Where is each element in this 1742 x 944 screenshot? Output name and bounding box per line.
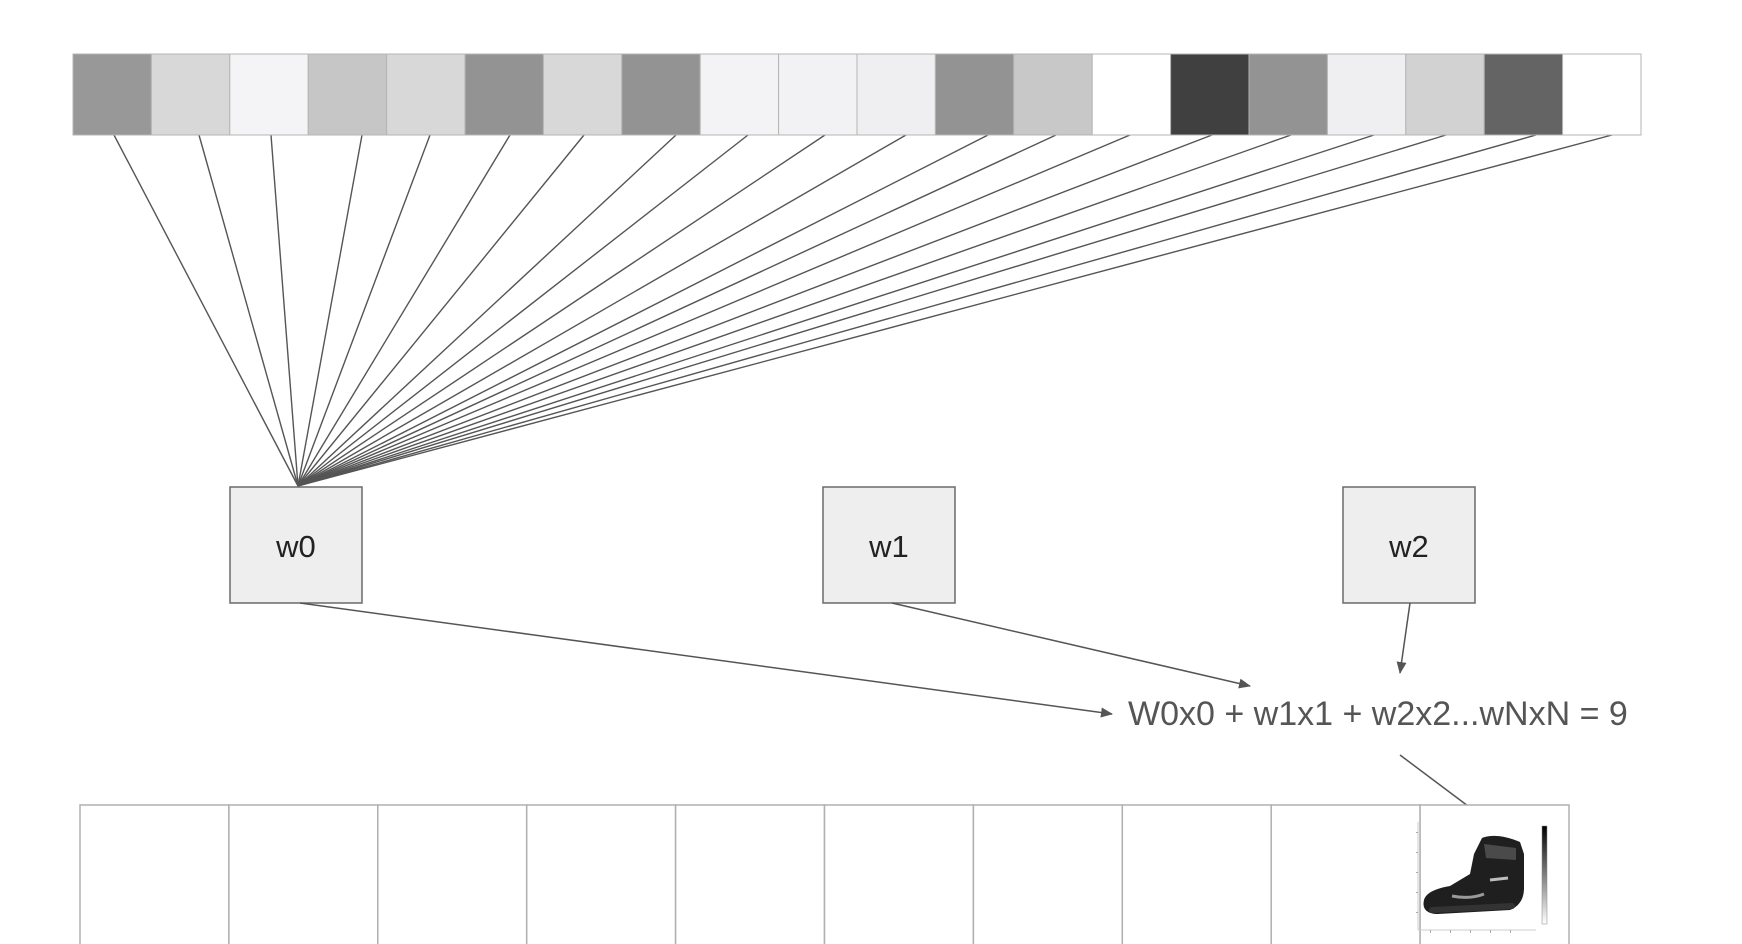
output-slot (972, 804, 1124, 944)
input-connection-line (198, 134, 299, 487)
input-connection-line (297, 134, 1213, 487)
input-pixel-cell (72, 53, 152, 136)
output-slot (823, 804, 975, 944)
arrow-w0-to-equation (299, 602, 1113, 718)
input-pixel-cell (778, 53, 858, 136)
input-pixel-cell (229, 53, 309, 136)
ankle-boot-icon (1416, 822, 1548, 933)
input-pixel-cell (699, 53, 780, 136)
input-connection-line (297, 134, 1375, 487)
input-connection-line (297, 134, 431, 487)
weighted-sum-equation: W0x0 + w1x1 + w2x2...wNxN = 9 (1128, 695, 1628, 733)
weight-node-w2[interactable]: w2 (1342, 486, 1476, 604)
input-connection-line (297, 134, 677, 487)
output-slot (228, 804, 379, 944)
input-pixel-cell (386, 53, 466, 136)
output-slot (674, 804, 826, 944)
input-to-w0-connections (113, 134, 1613, 487)
input-connection-line (297, 134, 1292, 487)
input-connection-line (297, 134, 1613, 487)
input-pixel-cell (1013, 53, 1093, 136)
input-pixel-cell (1170, 53, 1250, 136)
input-connection-line (297, 134, 1131, 487)
input-connection-line (113, 134, 299, 487)
input-pixel-cell (542, 53, 623, 136)
input-pixel-cell (1326, 53, 1407, 136)
input-connection-line (297, 134, 511, 487)
input-pixel-cell (1483, 53, 1564, 136)
output-slot (1121, 804, 1272, 944)
input-pixel-cell (150, 53, 231, 136)
arrow-w1-to-equation (891, 602, 1251, 689)
output-slot (79, 804, 230, 944)
weight-node-w2-label: w2 (1388, 529, 1429, 564)
output-slot (377, 804, 528, 944)
input-pixel-cell (934, 53, 1015, 136)
output-slot (1270, 804, 1421, 944)
input-connection-line (297, 134, 585, 487)
input-connection-line (297, 134, 1537, 487)
input-pixel-cell (621, 53, 701, 136)
input-connection-line (297, 134, 749, 487)
input-connection-line (297, 134, 826, 487)
input-connection-line (297, 134, 363, 487)
input-pixel-cell (1562, 53, 1642, 136)
input-connection-line (270, 134, 299, 487)
output-slot (525, 804, 677, 944)
input-pixel-cell (1091, 53, 1172, 136)
output-class-vector (79, 804, 1570, 944)
input-pixel-cell (1405, 53, 1485, 136)
weight-node-w0-label: w0 (275, 529, 316, 564)
weight-node-w0[interactable]: w0 (229, 486, 363, 604)
input-connection-line (297, 134, 1447, 487)
input-connection-line (297, 134, 1057, 487)
weight-node-w1[interactable]: w1 (822, 486, 956, 604)
input-pixel-cell (464, 53, 544, 136)
input-connection-line (297, 134, 907, 487)
input-pixel-cell (1248, 53, 1328, 136)
input-connection-line (297, 134, 989, 487)
arrow-w2-to-equation (1396, 602, 1411, 674)
weight-node-w1-label: w1 (868, 529, 909, 564)
input-pixel-vector (72, 53, 1642, 136)
input-pixel-cell (307, 53, 388, 136)
input-pixel-cell (856, 53, 936, 136)
